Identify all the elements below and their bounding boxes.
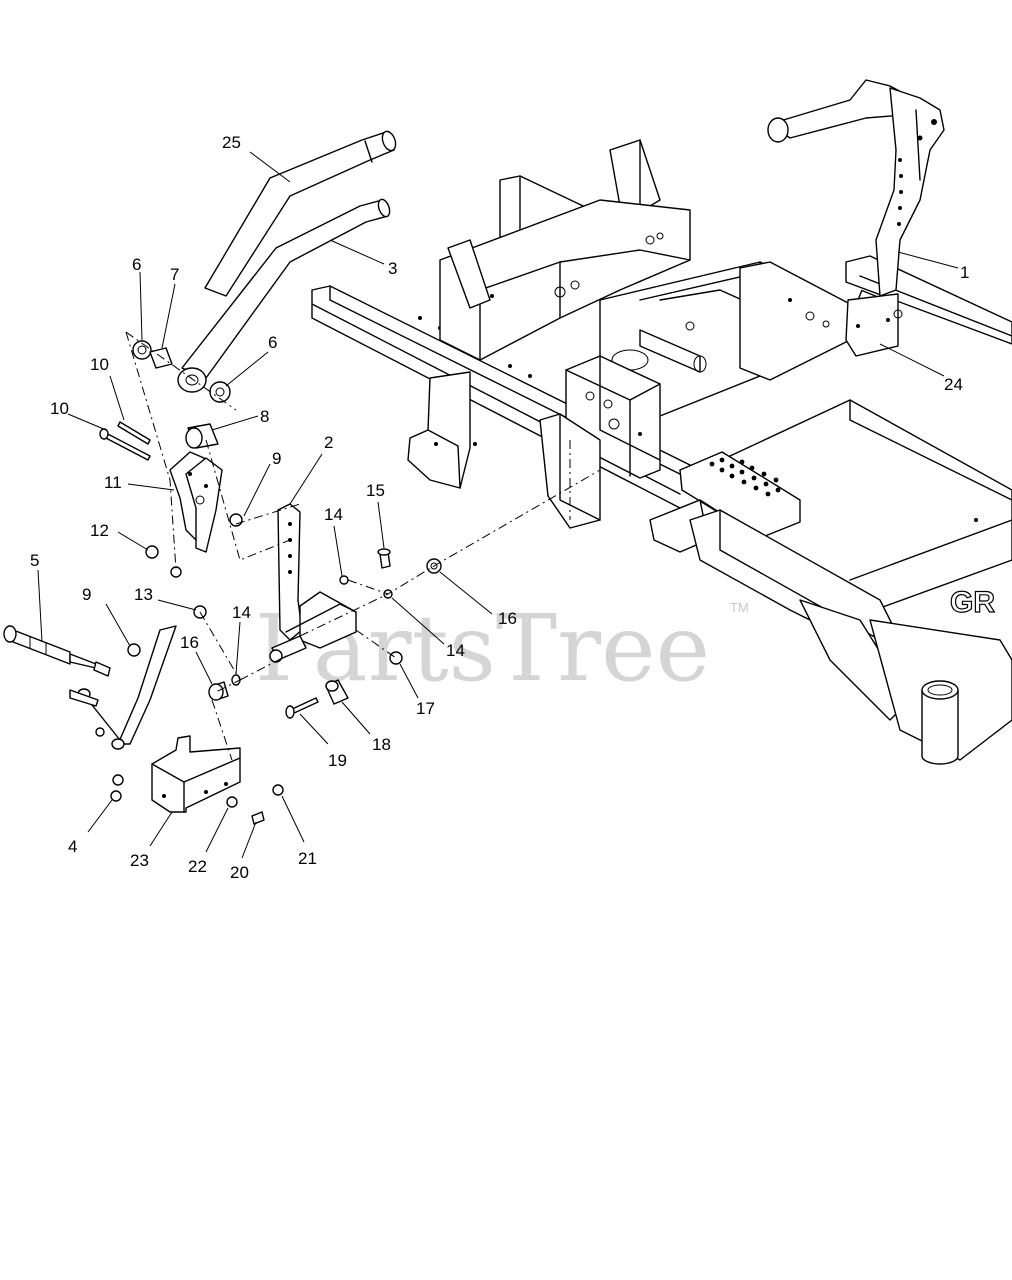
right-rear-box [739,261,851,381]
callout-leaders [37,151,959,859]
callout-16-left: 16 [180,633,199,652]
callout-9-lower: 9 [82,585,91,604]
left-lever-handle-lower [177,198,391,393]
right-lever-mount-bracket [845,293,899,357]
callout-8: 8 [260,407,269,426]
linkage-rod [117,625,177,745]
nut-22 [226,796,238,808]
callout-6-right: 6 [268,333,277,352]
control-tower-holes [585,391,642,436]
callout-15: 15 [366,481,385,500]
mount-bracket-23 [151,735,241,813]
watermark-trademark: TM [730,600,749,615]
callout-14-lower: 14 [232,603,251,622]
cross-member [439,199,691,361]
callout-19: 19 [328,751,347,770]
hardware-cluster [3,340,442,825]
callout-3: 3 [388,259,397,278]
callout-labels: 25 3 1 24 6 7 6 10 10 8 9 11 2 12 15 14 … [30,133,969,882]
bolt-12 [145,545,159,559]
right-rear-holes [788,298,830,328]
lever-arm-2-holes [288,522,292,574]
bolt-4 [110,790,122,802]
foot-rest-holes [709,457,781,497]
bolt-20 [251,811,265,825]
washer-14-upper [339,575,349,585]
callout-25: 25 [222,133,241,152]
callout-7: 7 [170,265,179,284]
gas-spring-5 [3,625,111,677]
rear-bracket [609,139,661,213]
callout-2: 2 [324,433,333,452]
pivot-bracket-11b [185,457,223,553]
callout-14-upper: 14 [324,505,343,524]
nut-9-lower [127,643,141,657]
callout-11: 11 [104,473,122,492]
callout-24: 24 [944,375,963,394]
foot-rest-plate [679,451,801,539]
callout-14-right: 14 [446,641,465,660]
callout-10-lower: 10 [50,399,69,418]
callout-18: 18 [372,735,391,754]
nut-17 [389,651,403,665]
left-lever-handle-upper [204,130,397,297]
spacer-7 [149,347,173,369]
washer-14-lower [231,674,241,686]
callout-5: 5 [30,551,39,570]
callout-1: 1 [960,263,969,282]
callout-16-right: 16 [498,609,517,628]
callout-22: 22 [188,857,207,876]
nut-4-upper [112,774,124,786]
cross-member-holes [490,232,664,298]
callout-21: 21 [298,849,317,868]
right-control-lever [767,79,945,357]
callout-20: 20 [230,863,249,882]
frame-brand-plate: GR [949,585,996,619]
callout-17: 17 [416,699,435,718]
washer-6-left [132,340,152,360]
left-foot-bracket [407,371,471,489]
callout-12: 12 [90,521,109,540]
callout-13: 13 [134,585,153,604]
footrest-side-bracket [649,499,709,553]
bolt-10-upper [117,421,151,445]
frame-brand-text: GR [950,586,995,619]
bolt-21 [272,784,284,796]
mower-frame: GR [311,139,1012,765]
callout-23: 23 [130,851,149,870]
callout-10-upper: 10 [90,355,109,374]
callout-4: 4 [68,837,77,856]
caster-mount-tube [921,680,959,765]
assembly-center-lines [125,331,601,761]
callout-6-left: 6 [132,255,141,274]
right-lever-holes [897,119,937,226]
nut-9-upper [229,513,243,527]
angled-tab [447,239,491,309]
callout-9-upper: 9 [272,449,281,468]
right-lever-arm [875,87,945,297]
